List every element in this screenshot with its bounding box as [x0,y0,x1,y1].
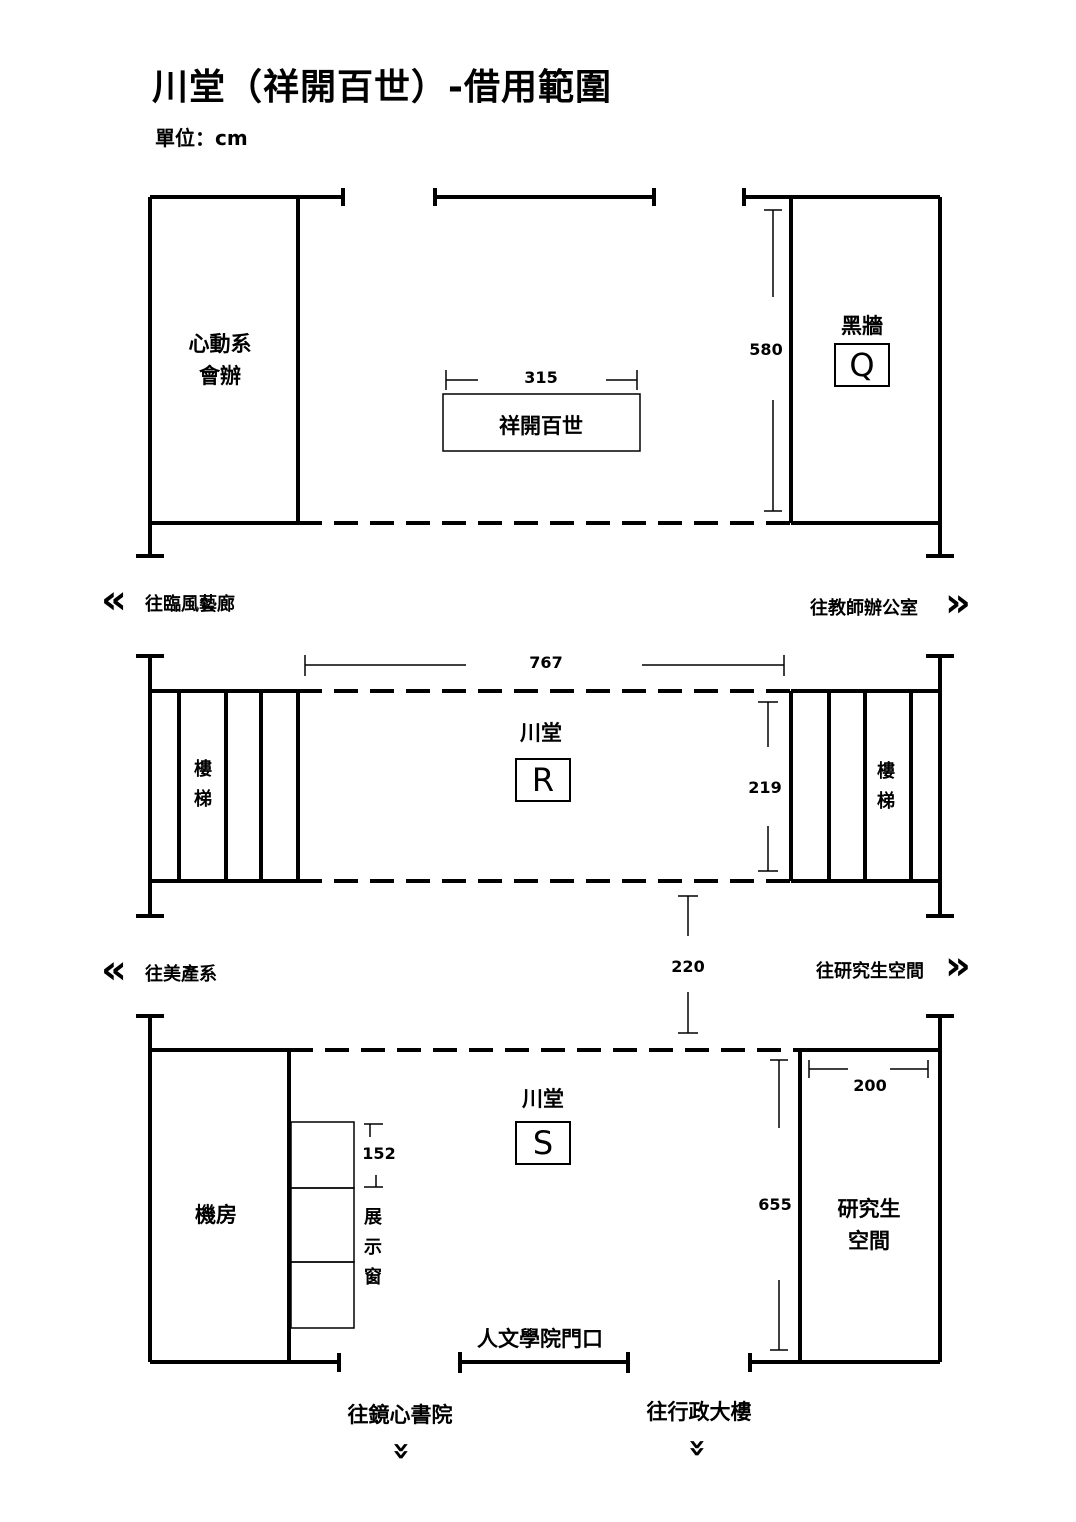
double-chevron-right-icon: » [945,580,971,626]
dim-767-line [304,655,785,676]
direction-left-upper: 往臨風藝廊 [145,594,235,615]
direction-right-lower: 往研究生空間 [816,961,924,982]
dim-200-label: 200 [853,1076,887,1095]
dim-219-label: 219 [748,778,782,797]
dim-220-line [678,895,698,1034]
room-label-left-top-line1: 心動系 [188,332,252,356]
dim-152-label: 152 [362,1144,396,1163]
zone-q-room-label: 黑牆 [841,314,883,338]
section-q-walls [136,188,954,558]
display-desk-box [442,393,641,452]
grad-space-label-line2: 空間 [848,1229,890,1253]
double-chevron-left-icon: « [101,947,127,993]
entrance-label: 人文學院門口 [477,1327,603,1351]
dim-580-label: 580 [749,340,783,359]
room-label-left-top-line2: 會辦 [199,364,241,388]
dim-580-line [764,209,782,512]
zone-q-marker: Q [834,343,890,387]
grad-space-label: 研究生 空間 [838,1193,901,1257]
double-chevron-left-icon: « [101,577,127,623]
double-chevron-down-icon: » [384,1441,419,1461]
direction-left-lower: 往美產系 [145,964,217,985]
section-r-walls [136,654,954,918]
display-window-label: 展示窗 [364,1207,382,1288]
section-s-walls [136,1014,954,1373]
dim-219-line [758,701,778,872]
grad-space-label-line1: 研究生 [837,1197,901,1221]
display-window-boxes [290,1121,355,1329]
dim-655-line [770,1059,788,1351]
machine-room-label: 機房 [195,1203,237,1227]
double-chevron-right-icon: » [945,943,971,989]
room-label-left-top: 心動系 會辦 [189,328,252,392]
dim-767-label: 767 [529,653,563,672]
dim-220-label: 220 [671,957,705,976]
dim-655-label: 655 [758,1195,792,1214]
page-title: 川堂（祥開百世）-借用範圍 [152,67,612,108]
direction-bottom-left: 往鏡心書院 [347,1403,453,1427]
stairs-left-label: 樓梯 [194,759,212,810]
zone-s-marker: S [515,1121,571,1165]
zone-s-room-label: 川堂 [522,1087,564,1111]
stairs-right-label: 樓梯 [877,761,895,812]
dim-315-line [445,370,638,390]
dim-152-line [364,1123,383,1188]
dim-200-line [808,1060,929,1078]
dim-315-label: 315 [524,368,558,387]
zone-r-marker: R [515,758,571,802]
direction-bottom-right: 往行政大樓 [646,1400,752,1424]
double-chevron-down-icon: » [680,1438,715,1458]
zone-r-room-label: 川堂 [520,721,562,745]
display-desk-label: 祥開百世 [499,414,583,438]
unit-label: 單位：cm [155,126,248,150]
direction-right-upper: 往教師辦公室 [810,598,918,619]
